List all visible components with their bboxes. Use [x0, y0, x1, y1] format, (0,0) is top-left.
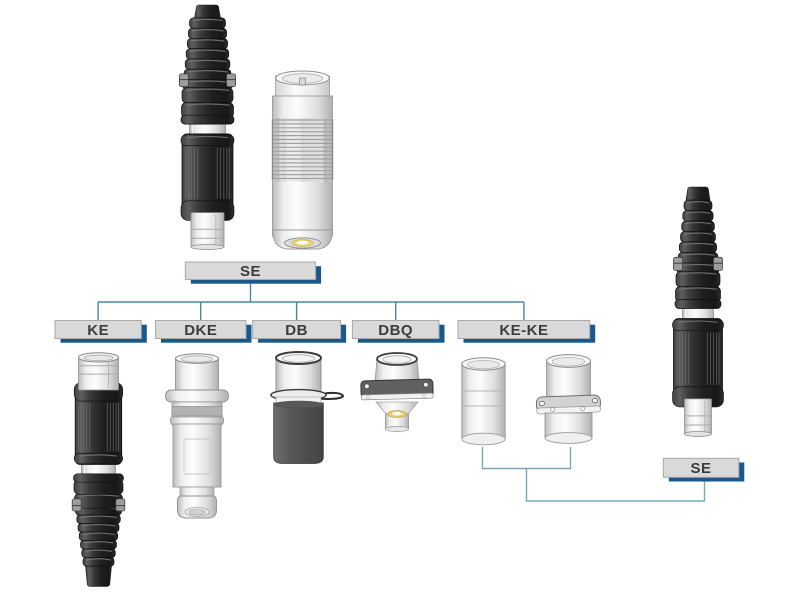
svg-text:KE-KE: KE-KE — [499, 322, 548, 339]
svg-text:SE: SE — [240, 263, 261, 280]
svg-text:KE: KE — [87, 322, 109, 339]
svg-text:DBQ: DBQ — [378, 322, 413, 339]
svg-text:DB: DB — [285, 322, 308, 339]
svg-text:SE: SE — [690, 460, 711, 477]
svg-text:DKE: DKE — [184, 322, 217, 339]
